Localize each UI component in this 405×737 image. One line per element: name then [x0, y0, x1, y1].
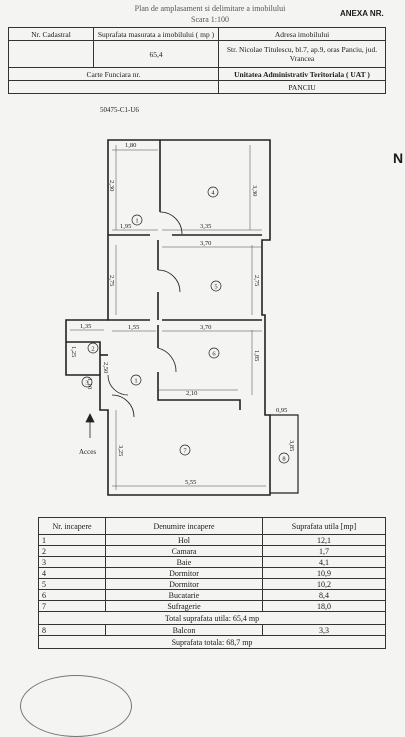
row-name: Baie — [105, 556, 263, 568]
annex-label: ANEXA NR. — [340, 9, 384, 18]
dim-1-55: 1,55 — [128, 324, 139, 331]
dim-2-75-b: 2,75 — [253, 275, 260, 286]
room-number-6: 6 — [212, 351, 216, 358]
dim-1-10: 1,10 — [86, 378, 93, 389]
rooms-table: Nr. incapere Denumire incapere Suprafata… — [38, 517, 386, 649]
plan-scale: Scara 1:100 — [191, 15, 229, 24]
row-nr: 5 — [38, 578, 106, 590]
balcony-name: Balcon — [105, 624, 263, 636]
room-number-3: 3 — [85, 380, 88, 387]
row-area: 4,1 — [262, 556, 386, 568]
row-area: 10,2 — [262, 578, 386, 590]
access-arrow-icon — [85, 413, 95, 438]
dim-1-95: 1,95 — [120, 223, 131, 230]
row-nr: 6 — [38, 589, 106, 601]
balcony-nr: 8 — [38, 624, 106, 636]
cadastral-value — [8, 40, 94, 68]
row-name: Dormitor — [105, 578, 263, 590]
room-number-4: 4 — [211, 190, 215, 197]
dim-3-30: 3,30 — [251, 185, 258, 196]
cadastral-code: 50475-C1-U6 — [100, 106, 139, 114]
row-name: Camara — [105, 545, 263, 557]
dim-3-35: 3,35 — [200, 223, 211, 230]
row-nr: 2 — [38, 545, 106, 557]
table-row: 4 Dormitor 10,9 — [38, 567, 386, 579]
floor-plan: 1,80 2,30 3,30 1,95 3,35 3,70 2,75 2,75 … — [65, 139, 299, 496]
row-area: 1,7 — [262, 545, 386, 557]
total-area: Suprafata totala: 68,7 mp — [38, 635, 386, 649]
dim-2-30: 2,30 — [108, 180, 115, 191]
row-name: Hol — [105, 534, 263, 546]
table-row: 3 Baie 4,1 — [38, 556, 386, 568]
row-area: 12,1 — [262, 534, 386, 546]
dim-1-25: 1,25 — [70, 346, 77, 357]
row-area: 10,9 — [262, 567, 386, 579]
total-util: Total suprafata utila: 65,4 mp — [38, 611, 386, 625]
carte-funciara-label: Carte Funciara nr. — [8, 67, 219, 81]
row-name: Dormitor — [105, 567, 263, 579]
table-row: 6 Bucatarie 8,4 — [38, 589, 386, 601]
stamp-seal — [20, 675, 132, 737]
carte-funciara-value — [8, 80, 219, 94]
uat-label: Unitatea Administrativ Teritoriala ( UAT… — [218, 67, 386, 81]
col-name: Denumire incapere — [105, 517, 263, 535]
uat-value: PANCIU — [218, 80, 386, 94]
property-info-table: Nr. Cadastral Suprafata masurata a imobi… — [8, 27, 386, 94]
cadastral-label: Nr. Cadastral — [8, 27, 94, 41]
table-row: 7 Sufragerie 18,0 — [38, 600, 386, 612]
table-row: 1 Hol 12,1 — [38, 534, 386, 546]
address-label: Adresa imobilului — [218, 27, 386, 41]
row-nr: 1 — [38, 534, 106, 546]
dim-3-85: 3,85 — [288, 440, 295, 451]
row-name: Sufragerie — [105, 600, 263, 612]
row-name: Bucatarie — [105, 589, 263, 601]
room-number-2: 2 — [91, 346, 94, 353]
table-row: 8 Balcon 3,3 — [38, 624, 386, 636]
row-nr: 3 — [38, 556, 106, 568]
dim-2-10: 2,10 — [186, 390, 197, 397]
row-nr: 4 — [38, 567, 106, 579]
room-number-7: 7 — [183, 448, 187, 455]
dim-3-70-b: 3,70 — [200, 324, 211, 331]
plan-title: Plan de amplasament si delimitare a imob… — [134, 4, 286, 13]
area-value: 65,4 — [93, 40, 219, 68]
room-number-8: 8 — [282, 456, 285, 463]
dim-1-85: 1,85 — [253, 350, 260, 361]
dim-0-95: 0,95 — [276, 407, 287, 414]
room-number-1-b: 1 — [134, 378, 137, 385]
table-row: 5 Dormitor 10,2 — [38, 578, 386, 590]
row-area: 18,0 — [262, 600, 386, 612]
balcony-area: 3,3 — [262, 624, 386, 636]
dim-5-55: 5,55 — [185, 479, 196, 486]
address-value: Str. Nicolae Titulescu, bl.7, ap.9, oras… — [218, 40, 386, 68]
dim-1-80: 1,80 — [125, 142, 136, 149]
dim-3-25: 3,25 — [117, 445, 124, 456]
col-area: Suprafata utila [mp] — [262, 517, 386, 535]
col-nr: Nr. incapere — [38, 517, 106, 535]
dim-1-35: 1,35 — [80, 323, 91, 330]
room-number-5: 5 — [214, 284, 217, 291]
area-label: Suprafata masurata a imobilului ( mp ) — [93, 27, 219, 41]
access-label: Acces — [79, 448, 97, 456]
row-nr: 7 — [38, 600, 106, 612]
dim-2-50: 2,50 — [102, 362, 109, 373]
table-row: 2 Camara 1,7 — [38, 545, 386, 557]
dim-2-75-a: 2,75 — [108, 275, 115, 286]
row-area: 8,4 — [262, 589, 386, 601]
room-number-1-a: 1 — [135, 218, 138, 225]
dim-3-70-a: 3,70 — [200, 240, 211, 247]
north-arrow-icon: N — [393, 150, 404, 166]
